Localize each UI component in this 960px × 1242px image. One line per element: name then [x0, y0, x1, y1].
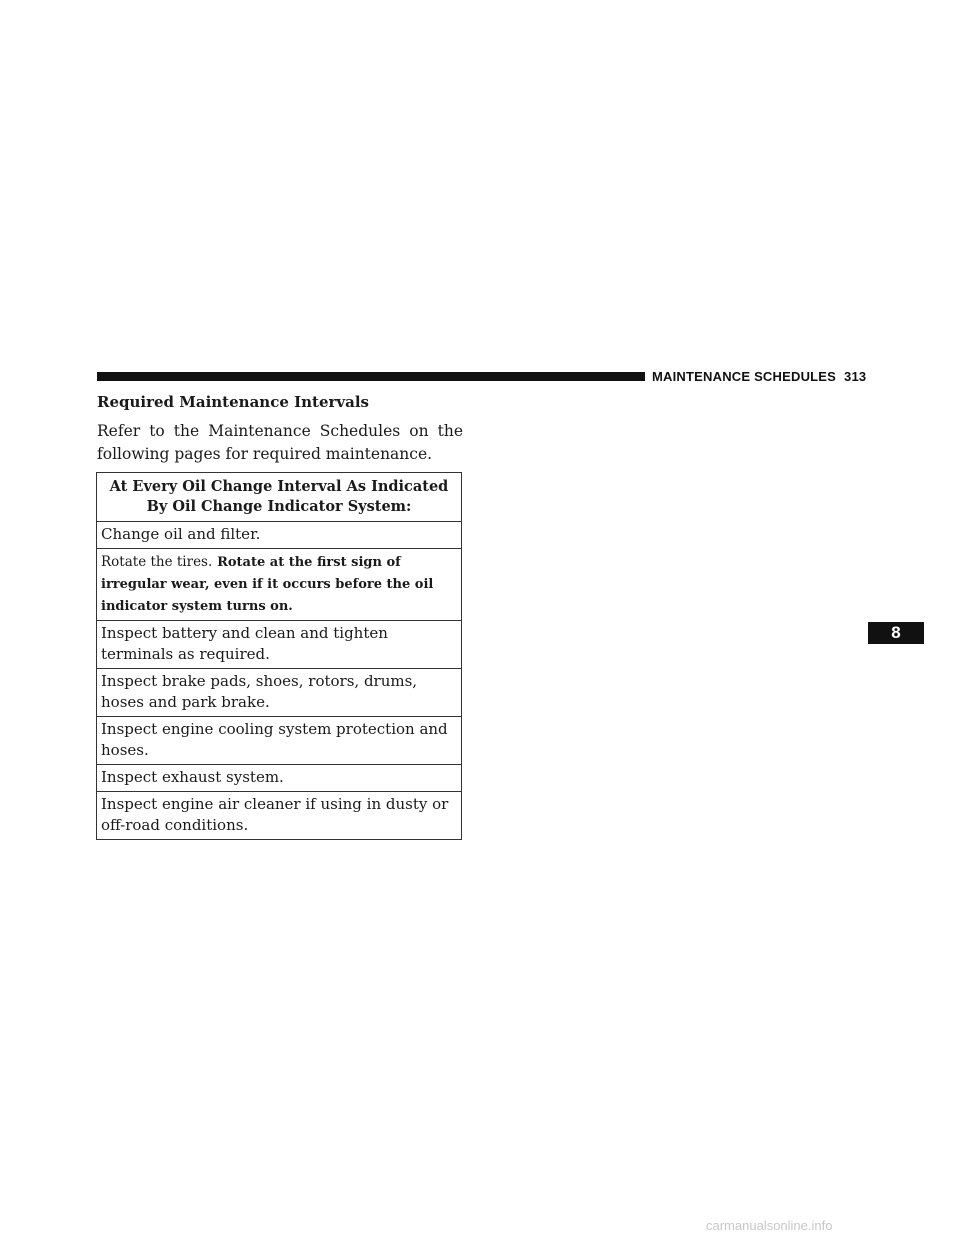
table-row: Rotate the tires. Rotate at the first si…: [96, 548, 462, 621]
table-row: Inspect brake pads, shoes, rotors, drums…: [96, 668, 462, 717]
table-cell-tires: Rotate the tires. Rotate at the first si…: [96, 548, 462, 621]
table-cell-battery: Inspect battery and clean and tighten te…: [96, 620, 462, 669]
table-cell-exhaust: Inspect exhaust system.: [96, 764, 462, 792]
page-number: 313: [844, 369, 867, 384]
intro-paragraph: Refer to the Maintenance Schedules on th…: [97, 422, 463, 463]
watermark-text: carmanualsonline.info: [706, 1218, 833, 1233]
tire-rotate-note: Rotate at the first sign of irregular we…: [101, 555, 434, 614]
tire-rotate-text: Rotate the tires.: [101, 554, 213, 570]
table-row: Inspect engine cooling system protection…: [96, 716, 462, 765]
table-cell-cooling: Inspect engine cooling system protection…: [96, 716, 462, 765]
table-row: Inspect exhaust system.: [96, 764, 462, 792]
table-header-row: At Every Oil Change Interval As Indicate…: [96, 472, 462, 522]
table-cell-oil: Change oil and filter.: [96, 521, 462, 549]
chapter-tab: 8: [868, 622, 924, 644]
table-header: At Every Oil Change Interval As Indicate…: [96, 472, 462, 522]
table-row: Change oil and filter.: [96, 521, 462, 549]
maintenance-table: At Every Oil Change Interval As Indicate…: [96, 472, 462, 840]
section-heading: Required Maintenance Intervals: [97, 393, 369, 411]
table-row: Inspect engine air cleaner if using in d…: [96, 791, 462, 840]
running-header: MAINTENANCE SCHEDULES 313: [652, 369, 866, 384]
header-rule: [97, 372, 645, 381]
header-title: MAINTENANCE SCHEDULES: [652, 369, 837, 384]
table-cell-air-cleaner: Inspect engine air cleaner if using in d…: [96, 791, 462, 840]
table-cell-brakes: Inspect brake pads, shoes, rotors, drums…: [96, 668, 462, 717]
table-row: Inspect battery and clean and tighten te…: [96, 620, 462, 669]
